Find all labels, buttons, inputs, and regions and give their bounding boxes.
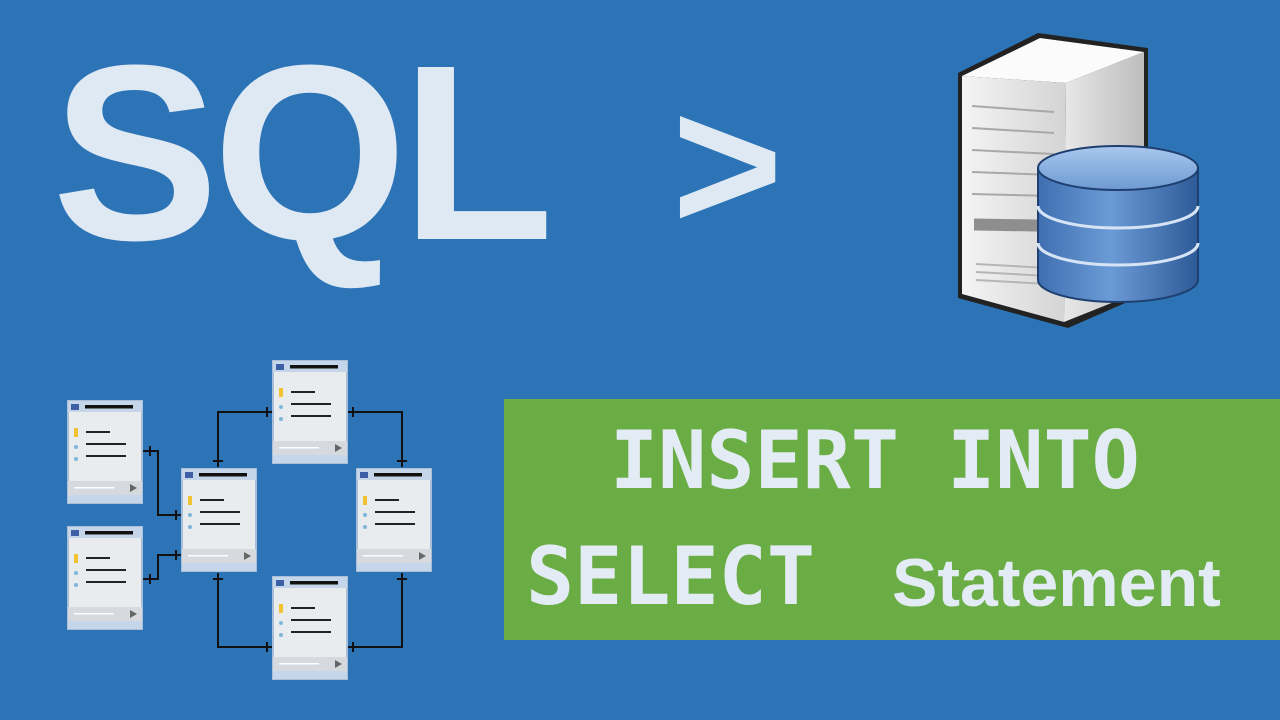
title-sql: SQL: [52, 13, 554, 292]
table-card-icon: [272, 360, 348, 464]
banner-word-statement: Statement: [892, 545, 1221, 621]
server-icon: [958, 33, 1200, 328]
arrow-symbol: >: [672, 59, 783, 271]
table-card-icon: [356, 468, 432, 572]
table-card-icon: [67, 526, 143, 630]
database-icon: [1036, 145, 1200, 303]
table-card-icon: [272, 576, 348, 680]
title-banner: INSERT INTO SELECT Statement: [504, 399, 1280, 640]
banner-line-select: SELECT: [526, 530, 815, 623]
er-diagram-icon: [67, 360, 432, 680]
banner-line-insert-into: INSERT INTO: [610, 414, 1140, 507]
table-card-icon: [181, 468, 257, 572]
table-card-icon: [67, 400, 143, 504]
